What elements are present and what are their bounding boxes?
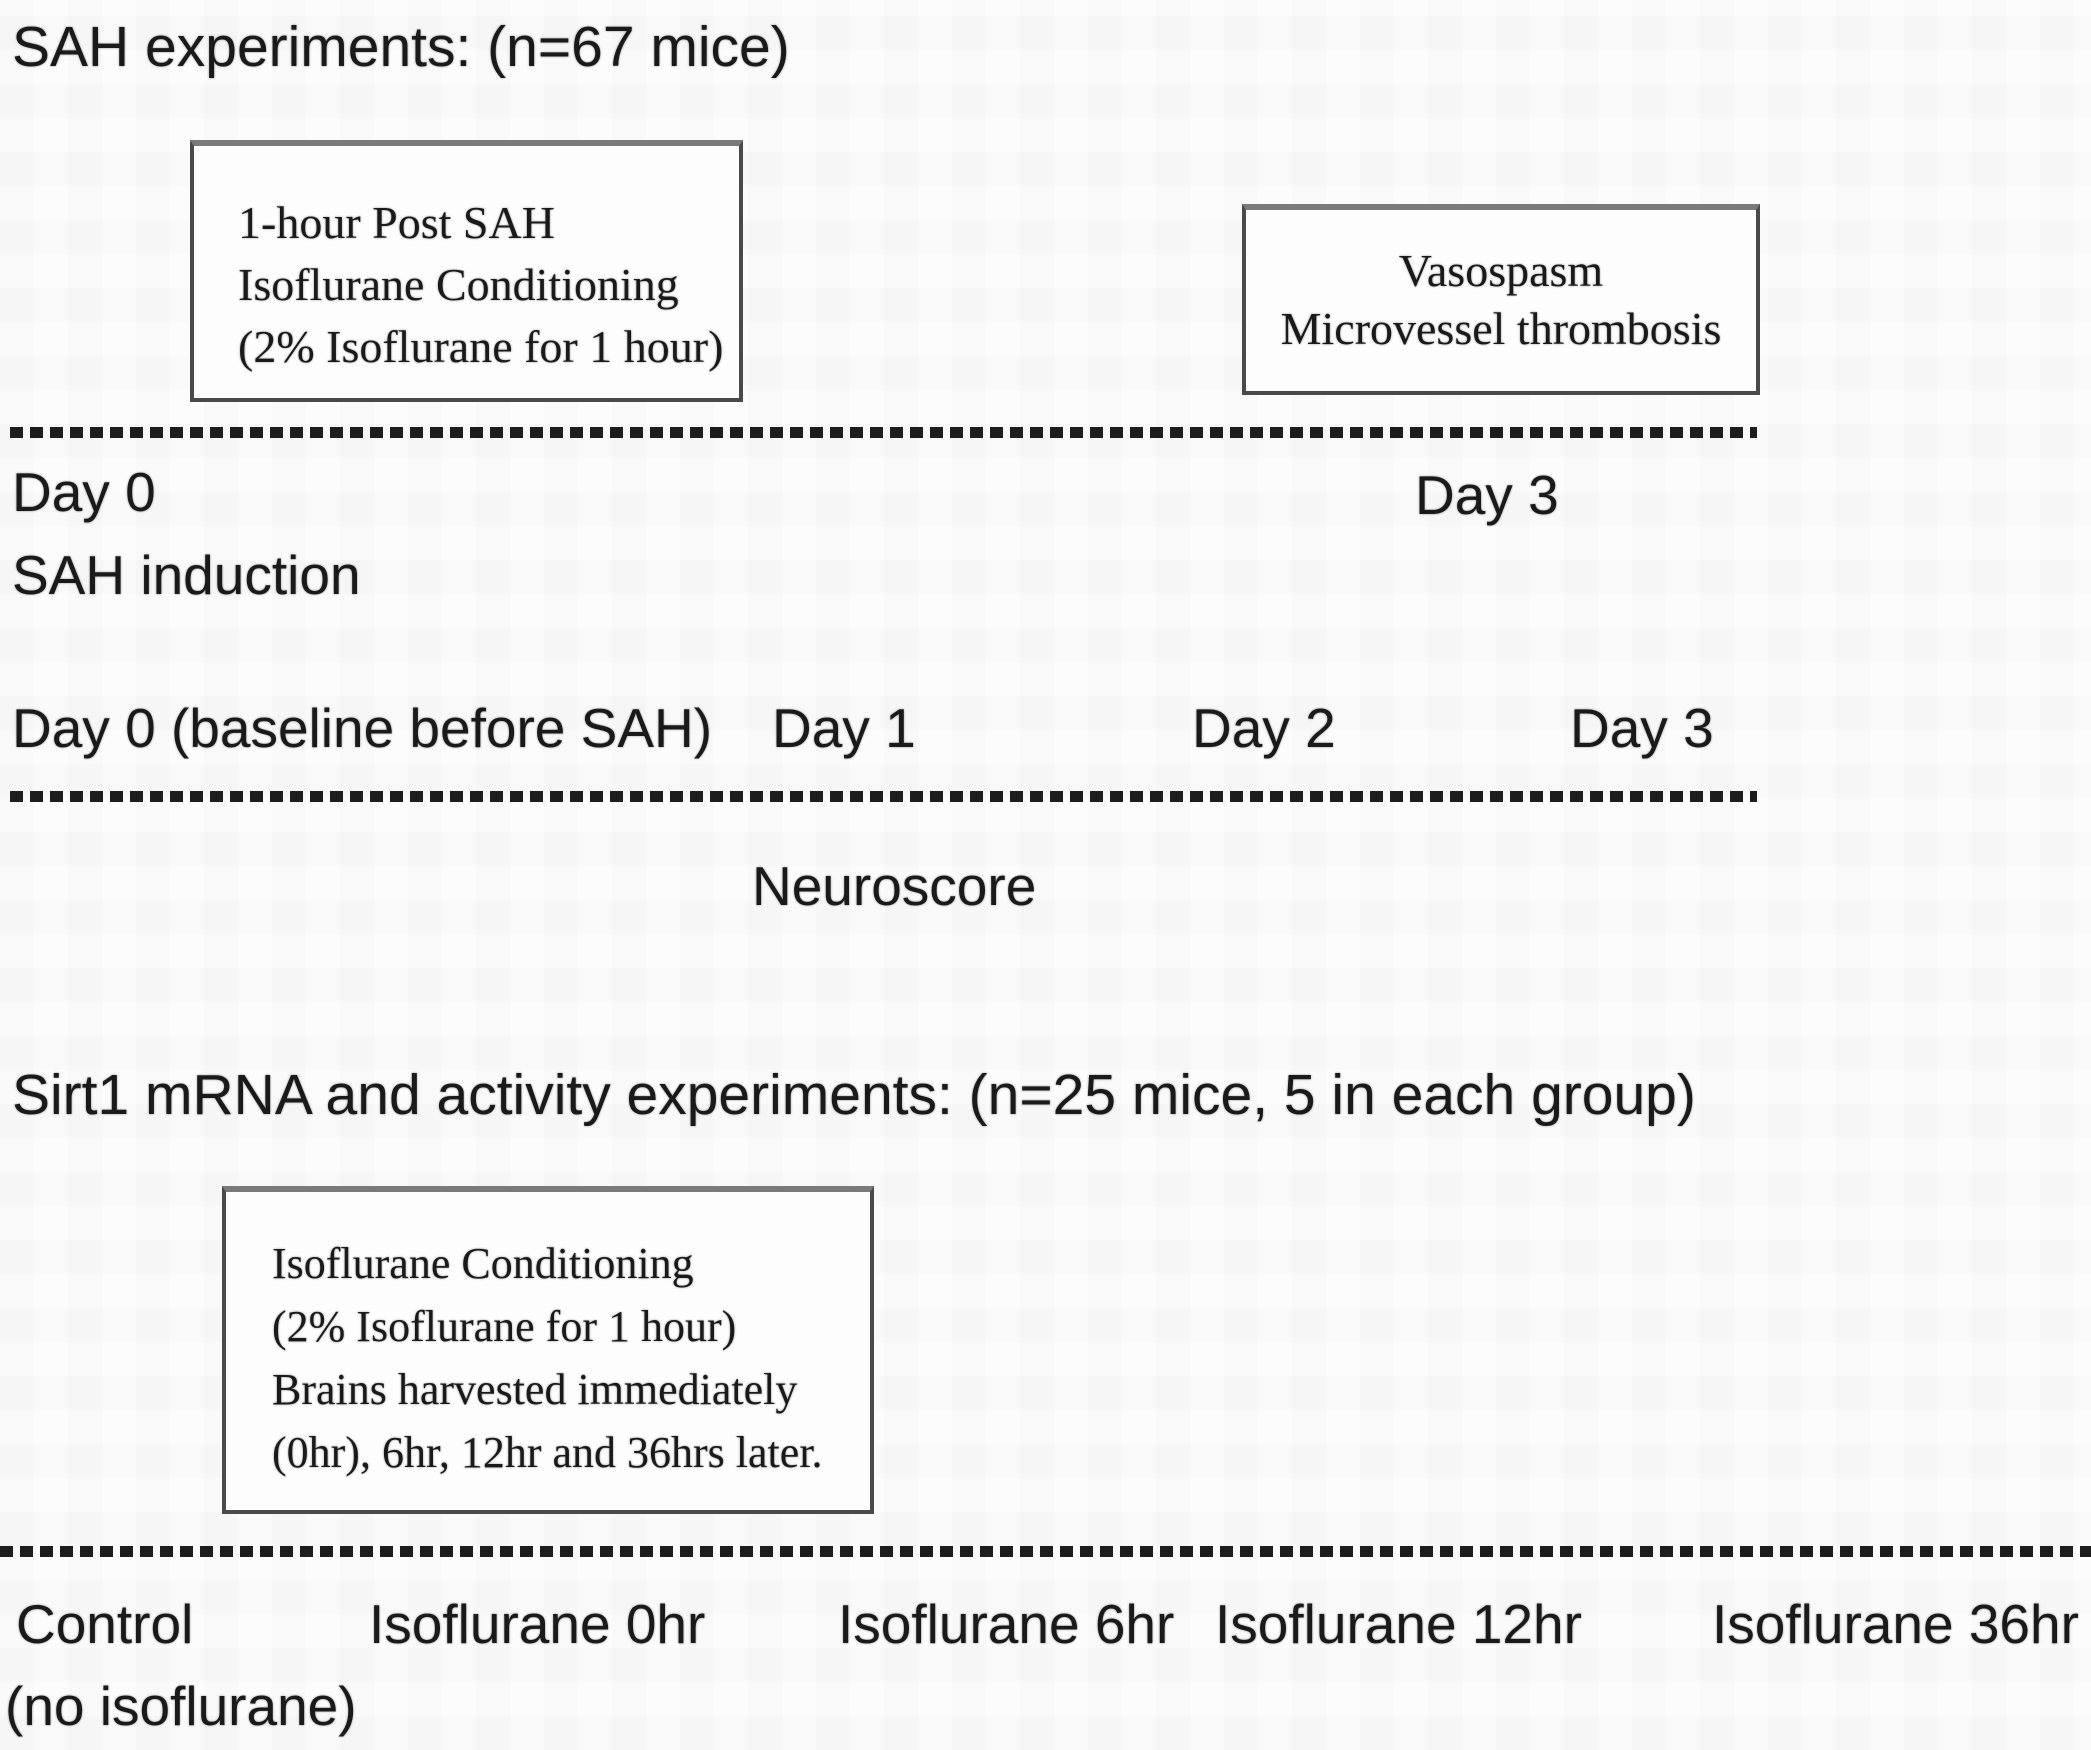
group-isoflurane-36hr-label: Isoflurane 36hr — [1712, 1593, 2079, 1655]
sah-day3-label: Day 3 — [1415, 464, 1559, 526]
sirt1-section-title: Sirt1 mRNA and activity experiments: (n=… — [12, 1063, 1696, 1127]
sah-conditioning-line: (2% Isoflurane for 1 hour) — [238, 321, 724, 372]
sah-timeline-divider — [10, 427, 1757, 438]
group-control-label: Control — [16, 1593, 194, 1655]
sah-section-title: SAH experiments: (n=67 mice) — [12, 15, 790, 79]
sah-day0-label: Day 0 — [12, 461, 156, 523]
neuroscore-day2-label: Day 2 — [1192, 697, 1336, 759]
sirt1-conditioning-box: Isoflurane Conditioning (2% Isoflurane f… — [222, 1186, 874, 1514]
group-isoflurane-6hr-label: Isoflurane 6hr — [838, 1593, 1175, 1655]
vasospasm-line: Vasospasm — [1398, 245, 1604, 296]
group-isoflurane-12hr-label: Isoflurane 12hr — [1215, 1593, 1582, 1655]
control-no-isoflurane-note: (no isoflurane) — [5, 1675, 357, 1737]
neuroscore-day0-baseline-label: Day 0 (baseline before SAH) — [12, 697, 713, 759]
sirt1-conditioning-line: (2% Isoflurane for 1 hour) — [272, 1302, 737, 1351]
vasospasm-line: Microvessel thrombosis — [1280, 303, 1722, 354]
sirt1-conditioning-line: (0hr), 6hr, 12hr and 36hrs later. — [272, 1428, 823, 1477]
sah-conditioning-line: Isoflurane Conditioning — [238, 259, 679, 310]
sirt1-conditioning-line: Brains harvested immediately — [272, 1365, 798, 1414]
sah-conditioning-box: 1-hour Post SAH Isoflurane Conditioning … — [190, 140, 743, 402]
sah-conditioning-line: 1-hour Post SAH — [238, 197, 555, 248]
sirt1-timeline-divider — [0, 1546, 2091, 1557]
group-isoflurane-0hr-label: Isoflurane 0hr — [369, 1593, 706, 1655]
neuroscore-caption: Neuroscore — [752, 855, 1037, 917]
vasospasm-outcome-box: Vasospasm Microvessel thrombosis — [1242, 204, 1760, 395]
neuroscore-timeline-divider — [10, 791, 1757, 802]
sirt1-conditioning-line: Isoflurane Conditioning — [272, 1239, 694, 1288]
neuroscore-day3-label: Day 3 — [1570, 697, 1714, 759]
sah-induction-label: SAH induction — [12, 544, 361, 606]
neuroscore-day1-label: Day 1 — [772, 697, 916, 759]
